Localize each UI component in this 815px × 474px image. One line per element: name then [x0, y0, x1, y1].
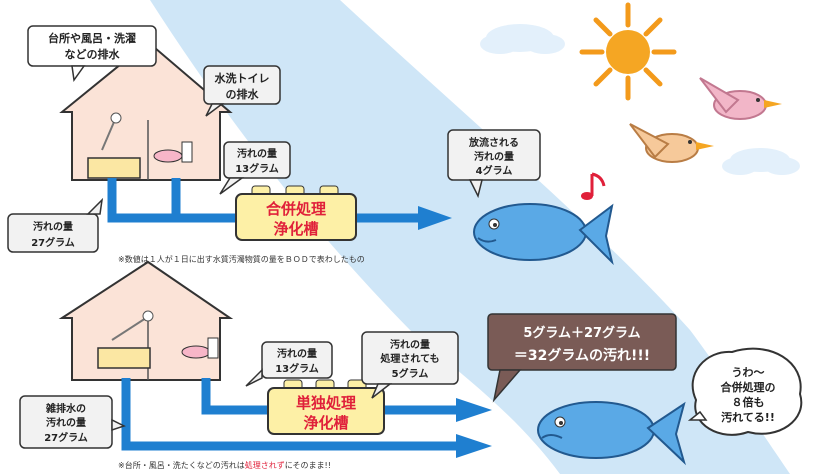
svg-text:放流される: 放流される	[468, 136, 519, 149]
result-line-2: ＝32グラムの汚れ!!!	[514, 347, 650, 364]
svg-text:水洗トイレ: 水洗トイレ	[215, 71, 270, 85]
svg-text:汚れの量: 汚れの量	[237, 147, 277, 160]
toilet-icon	[153, 141, 193, 163]
house-wastewater-callout: 台所や風呂・洗濯 などの排水	[27, 25, 157, 82]
svg-text:の排水: の排水	[226, 87, 260, 101]
svg-text:汚れの量: 汚れの量	[390, 338, 430, 351]
cloud-icon	[480, 24, 565, 54]
combined-septic-tank: 合併処理 浄化槽	[235, 185, 357, 241]
discharged-callout: 放流される 汚れの量 4グラム	[447, 129, 541, 199]
svg-text:汚れの量: 汚れの量	[474, 150, 514, 163]
svg-text:台所や風呂・洗濯: 台所や風呂・洗濯	[48, 31, 136, 45]
svg-text:27グラム: 27グラム	[31, 236, 75, 249]
svg-text:13グラム: 13グラム	[275, 362, 319, 375]
result-callout: 5グラム＋27グラム ＝32グラムの汚れ!!!	[487, 313, 677, 403]
tank-label-line-1: 単独処理	[296, 394, 356, 412]
svg-text:雑排水の: 雑排水の	[45, 402, 86, 415]
pollution-in-callout: 汚れの量 13グラム	[219, 141, 291, 195]
fish-icon	[537, 401, 686, 466]
bird-icon	[629, 123, 714, 163]
tank-label-line-2: 浄化槽	[273, 220, 318, 238]
bottom-footnote: ※台所・風呂・洗たくなどの汚れは処理されずにそのまま!!	[118, 460, 331, 470]
fish-icon	[473, 203, 614, 266]
pollution-in-callout: 汚れの量 13グラム	[245, 341, 333, 387]
sink-icon	[97, 310, 154, 369]
result-line-1: 5グラム＋27グラム	[523, 325, 640, 341]
svg-text:うわ～: うわ～	[732, 366, 765, 379]
svg-text:処理されても: 処理されても	[379, 352, 439, 365]
svg-text:合併処理の: 合併処理の	[721, 380, 776, 394]
single-septic-tank: 単独処理 浄化槽	[267, 379, 385, 435]
top-footnote: ※数値は１人が１日に出す水質汚濁物質の量をＢＯＤで表わしたもの	[118, 254, 365, 264]
svg-text:汚れてる!!: 汚れてる!!	[721, 410, 775, 424]
svg-text:27グラム: 27グラム	[44, 431, 88, 444]
bottom-flow-arrow	[456, 398, 492, 422]
fish-speech-bubble: うわ～ 合併処理の ８倍も 汚れてる!!	[687, 347, 803, 436]
svg-text:汚れの量: 汚れの量	[46, 416, 86, 429]
tank-label-line-1: 合併処理	[265, 200, 326, 218]
svg-text:８倍も: ８倍も	[732, 395, 765, 409]
tank-label-line-2: 浄化槽	[303, 414, 348, 432]
top-flow-arrow	[418, 206, 452, 230]
svg-text:汚れの量: 汚れの量	[277, 347, 317, 360]
cloud-icon	[722, 148, 800, 175]
music-note-icon	[581, 172, 606, 200]
household-pollution-callout: 汚れの量 27グラム	[7, 197, 104, 253]
gray-water-callout: 雑排水の 汚れの量 27グラム	[19, 395, 126, 449]
svg-text:汚れの量: 汚れの量	[33, 220, 73, 233]
bird-icon	[699, 77, 782, 120]
treated-callout: 汚れの量 処理されても 5グラム	[361, 331, 459, 399]
svg-text:13グラム: 13グラム	[235, 162, 279, 175]
toilet-wastewater-callout: 水洗トイレ の排水	[203, 65, 281, 117]
svg-text:4グラム: 4グラム	[476, 164, 513, 177]
sun-icon	[579, 2, 677, 101]
bottom-flow-arrow	[456, 434, 492, 458]
svg-text:5グラム: 5グラム	[392, 367, 429, 380]
svg-text:などの排水: などの排水	[65, 47, 121, 61]
toilet-icon	[181, 337, 219, 359]
